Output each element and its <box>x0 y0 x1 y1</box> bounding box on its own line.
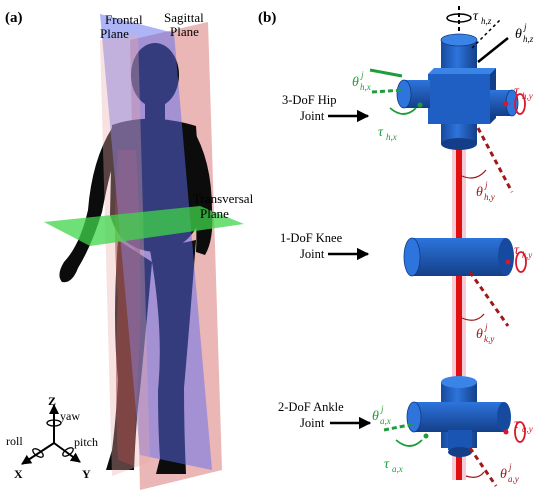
theta-ay-label: θ j a,y <box>500 462 519 484</box>
panel-b-label: (b) <box>258 10 276 26</box>
transversal-plane <box>44 206 244 246</box>
pitch-label: pitch <box>74 435 98 449</box>
svg-text:θ: θ <box>352 75 359 90</box>
frontal-plane <box>100 14 212 470</box>
frontal-label-1: Frontal <box>105 12 143 27</box>
hip-joint-label-2: Joint <box>300 109 325 123</box>
svg-text:τ: τ <box>514 417 520 432</box>
tau-ax-label: τ a,x <box>384 457 403 474</box>
transversal-label-2: Plane <box>200 206 229 221</box>
svg-text:k,y: k,y <box>484 334 494 344</box>
svg-text:θ: θ <box>372 409 379 424</box>
svg-text:j: j <box>508 462 512 472</box>
svg-text:τ: τ <box>514 84 520 99</box>
svg-text:j: j <box>523 22 527 32</box>
hip-pitch-torque-icon <box>514 93 526 115</box>
ankle-pitch-torque-icon <box>514 421 526 443</box>
theta-hx-label: θ j h,x <box>352 70 371 92</box>
panel-a-label: (a) <box>5 10 23 26</box>
svg-text:h,z: h,z <box>481 16 492 26</box>
sagittal-plane-overlay <box>100 34 150 476</box>
hip-joint-label-1: 3-DoF Hip <box>282 93 337 107</box>
tau-hy-label: τ h,y <box>514 84 533 101</box>
frontal-label-2: Plane <box>100 26 129 41</box>
svg-text:j: j <box>484 180 488 190</box>
ankle-x-axis-dashed <box>383 422 415 432</box>
panel-b: (b) <box>258 6 534 487</box>
tau-hz-label: τ h,z <box>473 9 492 26</box>
knee-y-axis-dashed <box>468 271 510 327</box>
svg-text:a,y: a,y <box>508 474 519 484</box>
svg-text:τ: τ <box>473 9 479 24</box>
ankle-joint <box>383 376 526 487</box>
y-axis-label: Y <box>82 467 91 481</box>
hip-x-axis-line <box>369 68 403 78</box>
hip-y-axis-dashed <box>476 127 514 193</box>
pitch-rotation-icon <box>62 447 74 457</box>
svg-text:τ: τ <box>384 457 390 472</box>
ankle-joint-label-1: 2-DoF Ankle <box>278 400 344 414</box>
transversal-label-1: Transversal <box>193 191 254 206</box>
knee-joint-label-2: Joint <box>300 247 325 261</box>
yaw-label: yaw <box>60 409 80 423</box>
svg-text:a,x: a,x <box>392 464 403 474</box>
theta-ax-label: θ j a,x <box>372 404 391 426</box>
z-axis-label: Z <box>48 394 56 408</box>
svg-text:h,x: h,x <box>386 132 397 142</box>
knee-joint-label-1: 1-DoF Knee <box>280 231 343 245</box>
coordinate-axes: Z yaw roll pitch X Y <box>6 394 98 481</box>
tau-hx-label: τ h,x <box>378 125 397 142</box>
svg-text:h,z: h,z <box>523 34 534 44</box>
svg-text:h,y: h,y <box>522 91 533 101</box>
svg-text:a,y: a,y <box>522 424 533 434</box>
svg-text:θ: θ <box>515 27 522 42</box>
hip-yaw-angle-line <box>477 37 509 63</box>
sagittal-label-2: Plane <box>170 24 199 39</box>
hip-x-axis-dashed <box>371 88 405 94</box>
ankle-pitch-cylinder <box>414 402 504 432</box>
svg-text:θ: θ <box>476 185 483 200</box>
theta-ky-label: θ j k,y <box>476 322 494 344</box>
svg-text:j: j <box>380 404 384 414</box>
hip-joint <box>369 6 526 193</box>
svg-text:k,y: k,y <box>522 250 532 260</box>
y-axis <box>53 442 81 463</box>
svg-text:θ: θ <box>500 467 507 482</box>
svg-text:j: j <box>484 322 488 332</box>
roll-label: roll <box>6 434 23 448</box>
yaw-rotation-icon <box>46 419 62 427</box>
svg-text:j: j <box>360 70 364 80</box>
ankle-y-axis-dashed <box>468 447 498 487</box>
svg-text:θ: θ <box>476 327 483 342</box>
knee-pitch-torque-icon <box>515 251 527 273</box>
x-axis-label: X <box>14 467 23 481</box>
svg-text:τ: τ <box>378 125 384 140</box>
roll-rotation-icon <box>32 448 44 458</box>
hip-roll-torque-arc <box>389 107 417 115</box>
sagittal-label-1: Sagittal <box>164 10 204 25</box>
x-axis <box>21 442 55 465</box>
svg-text:τ: τ <box>514 243 520 258</box>
tau-ky-label: τ k,y <box>514 243 532 260</box>
hip-yaw-rotation-icon <box>446 13 472 23</box>
ankle-roll-cylinder <box>448 430 472 450</box>
hip-cube <box>428 74 490 124</box>
tau-ay-label: τ a,y <box>514 417 533 434</box>
theta-hy-label: θ j h,y <box>476 180 495 202</box>
panel-a: (a) Frontal Plane <box>5 10 254 490</box>
svg-text:a,x: a,x <box>380 416 391 426</box>
ankle-roll-torque-arc <box>395 439 423 447</box>
svg-text:h,y: h,y <box>484 192 495 202</box>
svg-text:h,x: h,x <box>360 82 371 92</box>
theta-hz-label: θ j h,z <box>515 22 534 44</box>
knee-cylinder <box>412 238 506 276</box>
ankle-joint-label-2: Joint <box>300 416 325 430</box>
knee-joint <box>403 237 527 327</box>
